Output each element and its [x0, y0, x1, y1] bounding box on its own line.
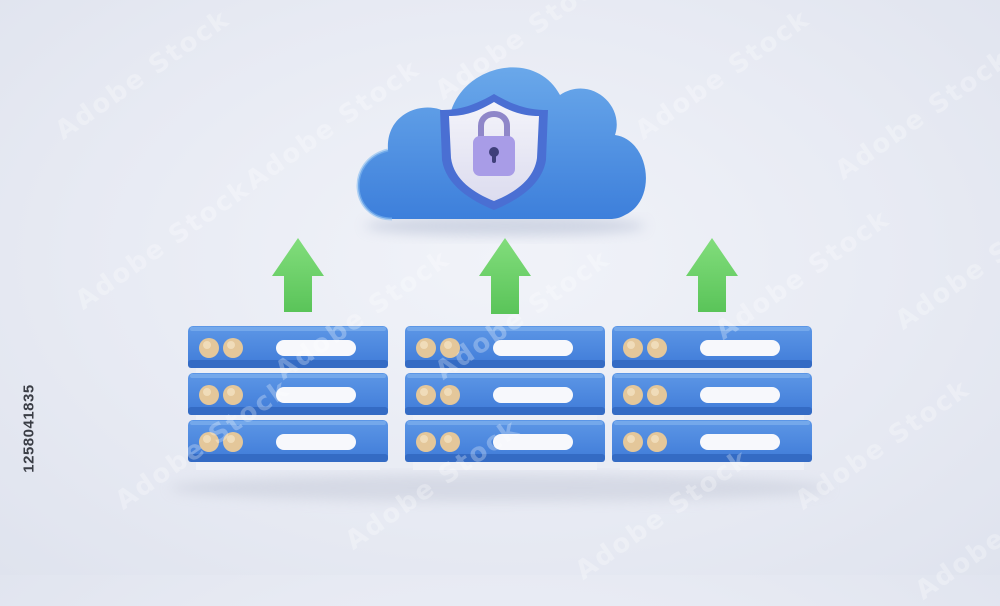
drive-slot [700, 434, 780, 450]
padlock-icon [473, 111, 515, 176]
drive-slot [700, 340, 780, 356]
drive-slot [276, 434, 356, 450]
server-icon [612, 420, 812, 470]
drive-slot [700, 387, 780, 403]
server-stacks [188, 326, 812, 470]
server-icon [188, 326, 388, 376]
server-icon [188, 373, 388, 423]
up-arrow-icon [272, 238, 324, 312]
server-icon [188, 420, 388, 470]
drive-slot [493, 434, 573, 450]
server-stack-right [612, 326, 812, 470]
up-arrow-icon [686, 238, 738, 312]
drive-slot [276, 340, 356, 356]
up-arrow-icon [479, 238, 531, 314]
server-stack-left [188, 326, 388, 470]
server-icon [612, 373, 812, 423]
drive-slot [276, 387, 356, 403]
server-icon [405, 326, 605, 376]
server-icon [405, 420, 605, 470]
stock-id-label: 1258041835 [20, 384, 38, 473]
drive-slot [493, 340, 573, 356]
drive-slot [493, 387, 573, 403]
server-stack-center [405, 326, 605, 470]
server-icon [612, 326, 812, 376]
floor-shadow [170, 474, 830, 502]
server-icon [405, 373, 605, 423]
cloud-security-scene [170, 67, 830, 502]
